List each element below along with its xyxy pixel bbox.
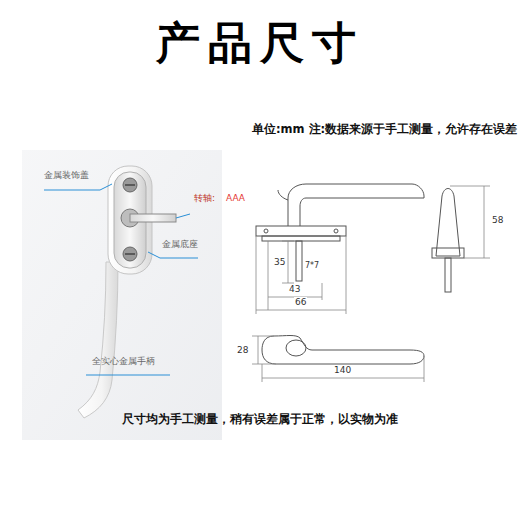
- dimension-lines: [252, 186, 490, 382]
- dimension-value: 43: [288, 284, 301, 294]
- callout-label: 转轴:: [194, 193, 215, 203]
- photo-ground: [22, 150, 222, 440]
- callout-label: 金属底座: [162, 239, 198, 249]
- dimension-value: 35: [273, 257, 286, 267]
- dimension-value: 140: [333, 365, 352, 375]
- callout-label: AAA: [226, 193, 245, 203]
- bottom-note: 尺寸均为手工测量，稍有误差属于正常，以实物为准: [122, 413, 398, 426]
- unit-note: 单位:mm 注:数据来源于手工测量，允许存在误差: [252, 123, 517, 136]
- dimension-value: 58: [491, 215, 504, 225]
- leader-lines: [44, 184, 198, 375]
- page-title: 产品尺寸: [156, 18, 364, 69]
- front-view: [256, 184, 424, 281]
- handle-photo: [78, 166, 176, 418]
- dimension-value: 66: [294, 297, 307, 307]
- dimension-value: 7*7: [304, 261, 320, 270]
- dimension-value: 28: [236, 345, 249, 355]
- callout-label: 金属装饰盖: [44, 170, 89, 180]
- callout-label: 全实心金属手柄: [92, 356, 155, 366]
- top-view: [262, 336, 424, 365]
- side-view: [432, 189, 464, 293]
